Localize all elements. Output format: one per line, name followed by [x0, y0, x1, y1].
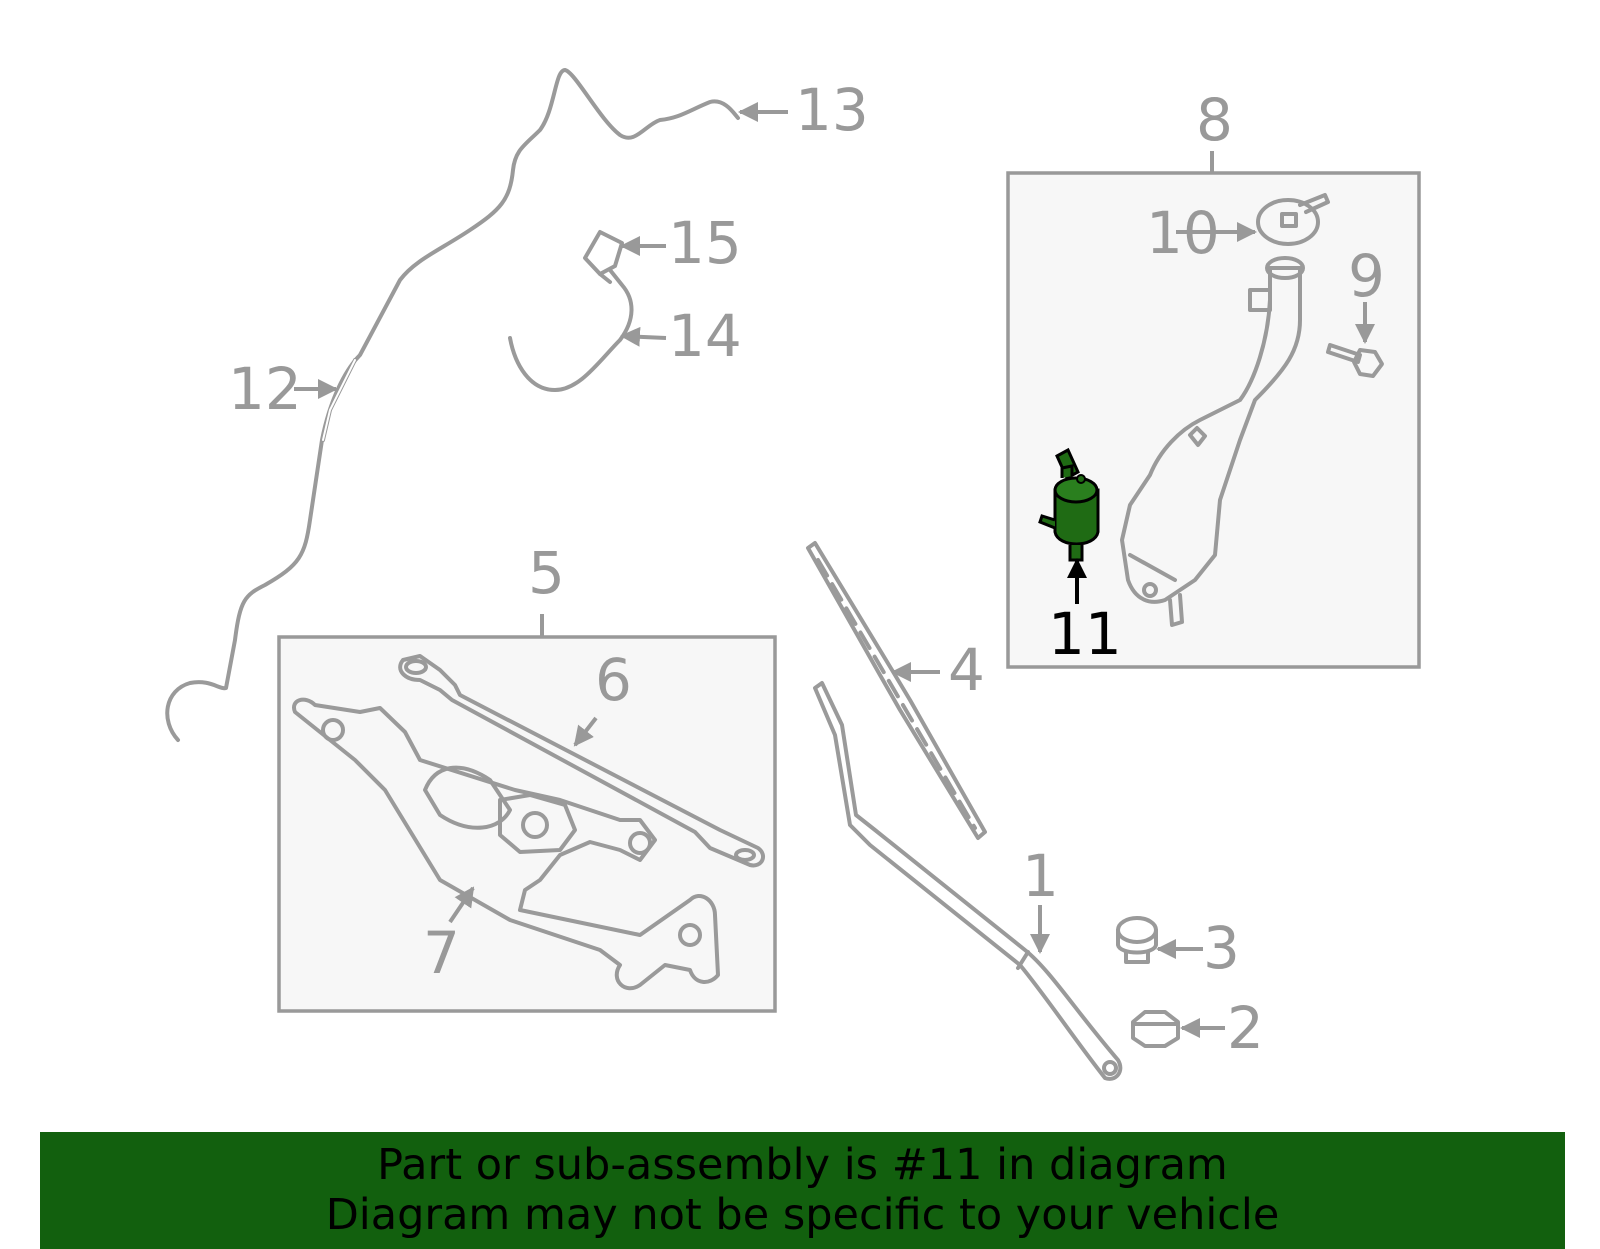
callout-11-highlighted: 11 [1048, 600, 1122, 668]
callout-1: 1 [1022, 842, 1059, 910]
callout-7: 7 [423, 919, 460, 987]
hose-connector-part-15 [583, 230, 624, 284]
info-banner: Part or sub-assembly is #11 in diagram D… [40, 1132, 1565, 1249]
reservoir-cap-part-10 [1256, 193, 1330, 246]
callout-3: 3 [1203, 914, 1240, 982]
callout-2: 2 [1227, 994, 1264, 1062]
callout-9: 9 [1348, 242, 1385, 310]
washer-reservoir-part-8 [1120, 256, 1305, 627]
wiper-blade-part-4 [806, 541, 987, 840]
arm-cap-part-3 [1116, 916, 1158, 964]
washer-pump-part-11 [1038, 447, 1100, 562]
bolt-part-9 [1326, 343, 1384, 378]
banner-line-part-number: Part or sub-assembly is #11 in diagram [377, 1140, 1228, 1190]
wiper-arm-part-1 [813, 681, 1123, 1081]
subassembly-box-5 [277, 635, 777, 1013]
callout-14: 14 [668, 302, 742, 370]
link-rod-part-6 [398, 654, 766, 868]
leader-lines [294, 102, 1375, 1038]
callout-13: 13 [795, 76, 869, 144]
callout-12: 12 [228, 355, 302, 423]
banner-line-disclaimer: Diagram may not be specific to your vehi… [325, 1190, 1280, 1240]
callout-8: 8 [1196, 86, 1233, 154]
nut-part-2 [1131, 1010, 1180, 1048]
callout-5: 5 [528, 539, 565, 607]
washer-hose-part-14 [508, 268, 634, 392]
wiper-motor-linkage-part-7 [292, 697, 720, 991]
callout-10: 10 [1146, 199, 1220, 267]
callout-15: 15 [668, 209, 742, 277]
callout-6: 6 [595, 646, 632, 714]
washer-hose-part-12 [165, 68, 740, 742]
callout-4: 4 [948, 636, 985, 704]
